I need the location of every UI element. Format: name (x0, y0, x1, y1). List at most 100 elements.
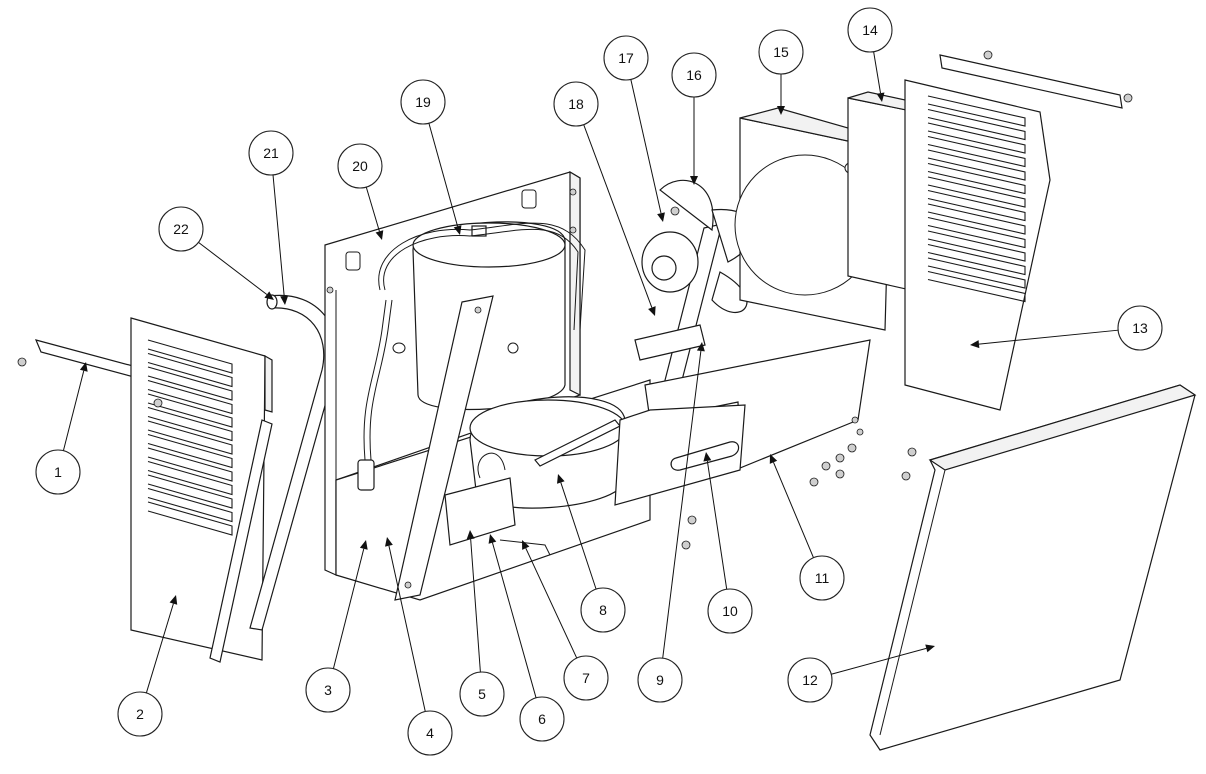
callout-number: 2 (136, 706, 144, 722)
leader-line-11 (773, 462, 814, 558)
callout-5: 5 (459, 671, 505, 717)
leader-line-14 (873, 51, 882, 94)
callout-circle (563, 655, 609, 701)
leader-arrow-16 (690, 176, 698, 185)
callout-number: 14 (862, 22, 878, 38)
leader-arrow-6 (488, 534, 497, 544)
callout-circle (671, 52, 717, 98)
callout-circle (637, 657, 683, 703)
leader-lines (62, 51, 1119, 712)
callout-9: 9 (637, 657, 683, 703)
callout-circle (459, 671, 505, 717)
leader-arrow-9 (696, 342, 705, 352)
callout-11: 11 (799, 555, 845, 601)
callout-8: 8 (580, 587, 626, 633)
callout-21: 21 (248, 130, 294, 176)
leader-line-13 (978, 329, 1119, 345)
callout-14: 14 (847, 7, 893, 53)
callout-number: 17 (618, 50, 634, 66)
callout-circle (407, 710, 453, 756)
callout-number: 21 (263, 145, 279, 161)
leader-arrow-18 (648, 306, 656, 316)
leader-line-8 (560, 482, 597, 590)
callout-1: 1 (35, 449, 81, 495)
leader-arrow-2 (169, 595, 178, 605)
callout-2: 2 (117, 691, 163, 737)
callout-16: 16 (671, 52, 717, 98)
callout-number: 1 (54, 464, 62, 480)
callout-number: 18 (568, 96, 584, 112)
callout-15: 15 (758, 29, 804, 75)
callout-number: 19 (415, 94, 431, 110)
callout-number: 7 (582, 670, 590, 686)
callout-12: 12 (787, 657, 833, 703)
leader-line-2 (145, 603, 174, 694)
callout-circle (1117, 305, 1163, 351)
callout-circle (519, 696, 565, 742)
callout-number: 4 (426, 725, 434, 741)
leader-line-9 (662, 350, 702, 659)
leader-arrow-5 (466, 530, 475, 540)
callout-10: 10 (707, 588, 753, 634)
leader-arrow-20 (375, 230, 384, 240)
leader-line-4 (388, 545, 426, 712)
callout-6: 6 (519, 696, 565, 742)
callout-circle (603, 35, 649, 81)
callout-circle (847, 7, 893, 53)
leader-arrow-10 (703, 452, 712, 462)
callout-circle (787, 657, 833, 703)
fan-motor (634, 231, 706, 361)
leader-arrow-22 (264, 291, 274, 300)
callout-circle (707, 588, 753, 634)
leader-arrow-8 (557, 474, 565, 484)
leader-line-12 (831, 647, 927, 675)
callout-number: 20 (352, 158, 368, 174)
callout-number: 3 (324, 682, 332, 698)
leader-line-22 (198, 241, 268, 295)
loose-screws (681, 443, 917, 550)
callout-22: 22 (158, 206, 204, 252)
leader-arrow-7 (522, 540, 530, 550)
leader-arrow-21 (280, 295, 289, 305)
callout-number: 9 (656, 672, 664, 688)
callout-circle (35, 449, 81, 495)
callout-circle (553, 81, 599, 127)
callout-number: 16 (686, 67, 702, 83)
callout-number: 6 (538, 711, 546, 727)
callout-number: 22 (173, 221, 189, 237)
leader-arrow-15 (777, 106, 785, 115)
leader-arrow-19 (453, 225, 462, 235)
filter-tube (670, 441, 740, 471)
callout-19: 19 (400, 79, 446, 125)
leader-line-10 (706, 460, 728, 590)
callout-circle (158, 206, 204, 252)
leader-arrow-4 (385, 537, 393, 547)
callout-13: 13 (1117, 305, 1163, 351)
callout-number: 15 (773, 44, 789, 60)
left-louvered-panel (130, 317, 273, 663)
leader-arrow-1 (79, 362, 88, 372)
leader-arrow-11 (769, 454, 778, 464)
leader-line-21 (272, 174, 285, 297)
callout-number: 8 (599, 602, 607, 618)
leader-line-3 (332, 548, 365, 669)
electrical-box (444, 452, 551, 556)
callout-18: 18 (553, 81, 599, 127)
leader-arrow-14 (876, 92, 885, 102)
callout-circle (337, 143, 383, 189)
right-louvered-panel (904, 50, 1133, 411)
refrigerant-tubing (357, 222, 586, 491)
leader-line-5 (470, 538, 481, 673)
leader-arrow-3 (359, 540, 368, 550)
callout-circle (305, 667, 351, 713)
callout-circle (580, 587, 626, 633)
leader-line-17 (630, 79, 662, 214)
callout-3: 3 (305, 667, 351, 713)
leader-line-20 (365, 186, 380, 232)
callout-number: 5 (478, 686, 486, 702)
leader-arrow-13 (970, 340, 980, 349)
callout-7: 7 (563, 655, 609, 701)
leader-line-7 (525, 547, 578, 659)
